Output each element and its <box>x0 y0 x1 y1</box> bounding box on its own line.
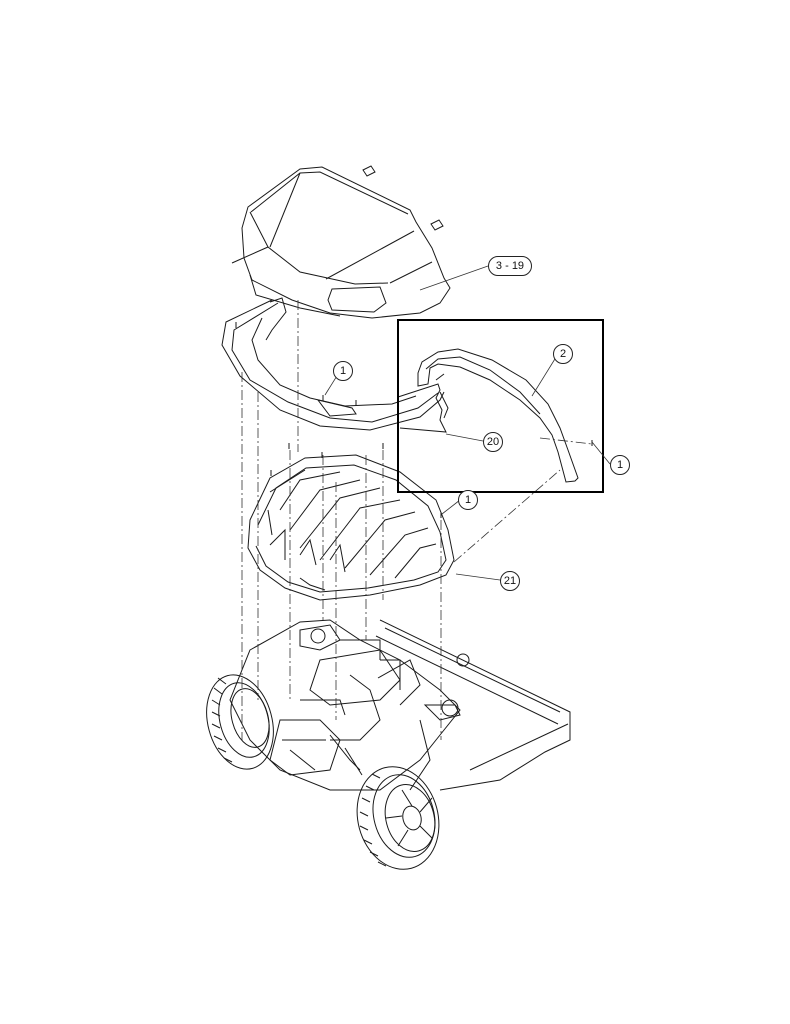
detail-box <box>398 320 603 492</box>
shroud-base <box>248 455 454 600</box>
rear-shroud-cover <box>232 166 450 318</box>
screws <box>236 322 592 518</box>
callout-3-19: 3 - 19 <box>488 256 532 276</box>
alignment-lines <box>242 300 592 740</box>
rear-bumper <box>222 298 448 430</box>
rear-right-wheel <box>346 757 450 878</box>
callout-1-bumper-screw: 1 <box>333 361 353 381</box>
leader-lines <box>325 266 610 580</box>
callout-20-bumper: 20 <box>483 432 503 452</box>
rear-left-wheel <box>197 667 284 776</box>
callout-21-shroud-base: 21 <box>500 571 520 591</box>
trim-strip-detail <box>398 349 578 482</box>
callout-1-base-screw: 1 <box>458 490 478 510</box>
callout-1-trim-screw: 1 <box>610 455 630 475</box>
callout-2-trim-strip: 2 <box>553 344 573 364</box>
scooter-frame <box>230 620 570 790</box>
